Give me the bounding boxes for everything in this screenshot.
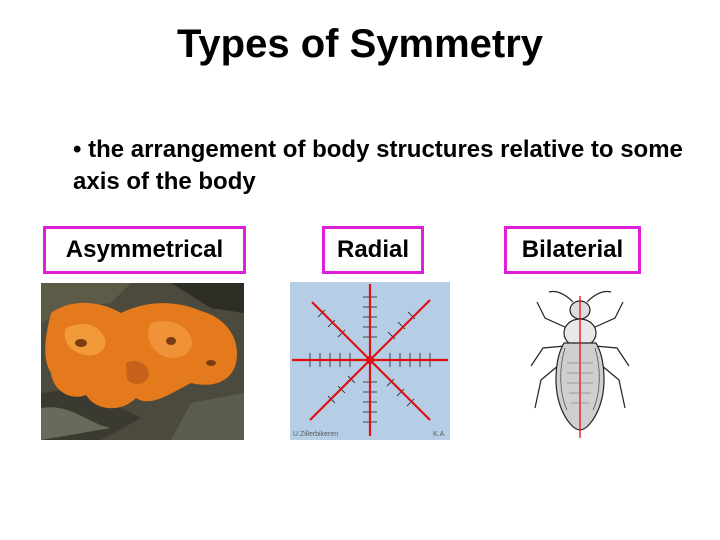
slide-title: Types of Symmetry — [176, 22, 544, 66]
sponge-photo-image — [41, 283, 244, 440]
bilateral-label: Bilaterial — [504, 226, 641, 274]
asymmetrical-label: Asymmetrical — [43, 226, 246, 274]
image-credit-right: K.A — [433, 431, 445, 438]
radial-label: Radial — [322, 226, 424, 274]
starfish-radial-diagram: U.Zillerbikeren K.A — [290, 282, 450, 440]
bullet-text: • the arrangement of body structures rel… — [73, 136, 683, 195]
image-credit-left: U.Zillerbikeren — [293, 431, 338, 438]
insect-bilateral-drawing — [530, 290, 630, 438]
